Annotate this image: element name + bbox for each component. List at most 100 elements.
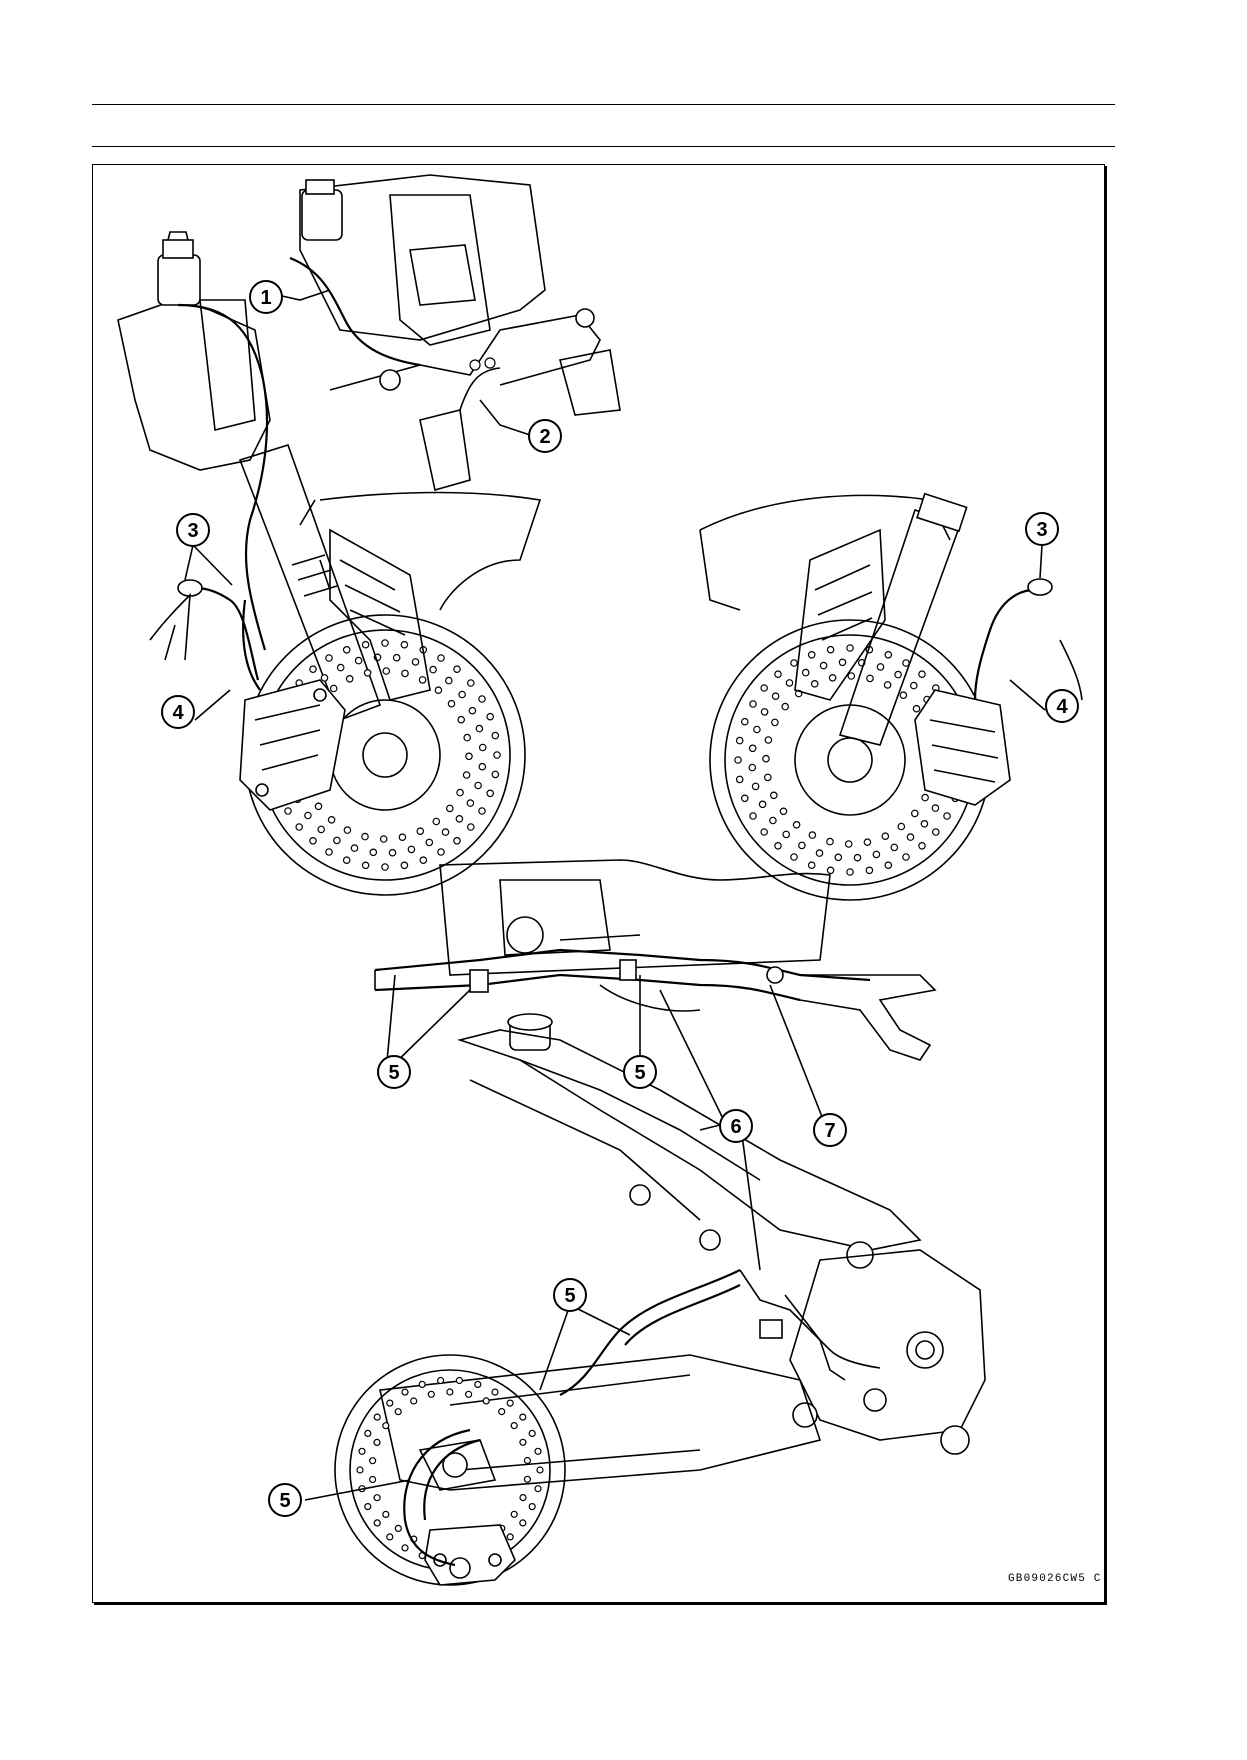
disc-hole: [458, 690, 466, 699]
disc-hole: [394, 1524, 402, 1533]
disc-hole: [493, 751, 501, 759]
disc-hole: [309, 836, 317, 845]
disc-hole: [474, 781, 482, 790]
disc-hole: [782, 830, 791, 839]
header-rule-bottom: [92, 146, 1115, 147]
disc-hole: [468, 706, 477, 715]
disc-hole: [883, 681, 892, 689]
disc-hole: [808, 831, 817, 839]
disc-hole: [462, 771, 471, 779]
disc-hole: [760, 828, 769, 836]
disc-hole: [437, 848, 445, 856]
disc-hole: [506, 1533, 514, 1541]
disc-hole: [534, 1485, 542, 1493]
callout-6: 6: [719, 1109, 753, 1143]
disc-hole: [342, 645, 351, 654]
disc-hole: [369, 1457, 377, 1465]
disc-hole: [912, 704, 921, 713]
disc-hole: [478, 762, 487, 771]
disc-hole: [314, 802, 323, 811]
disc-hole: [425, 838, 434, 847]
disc-hole: [760, 684, 769, 692]
disc-hole: [447, 699, 456, 708]
callout-3-right-label: 3: [1036, 519, 1047, 541]
disc-hole: [771, 718, 779, 727]
disc-hole: [486, 789, 495, 798]
disc-hole: [884, 861, 893, 870]
disc-hole: [771, 692, 780, 701]
disc-hole: [890, 843, 899, 852]
disc-hole: [373, 1438, 381, 1447]
disc-hole: [749, 700, 757, 708]
disc-hole: [325, 848, 333, 856]
disc-hole: [734, 756, 742, 764]
disc-hole: [762, 754, 770, 763]
disc-hole: [379, 835, 388, 843]
disc-hole: [865, 866, 874, 875]
disc-hole: [735, 775, 744, 784]
callout-1: 1: [249, 280, 283, 314]
disc-hole: [491, 770, 500, 779]
disc-hole: [807, 650, 816, 659]
disc-hole: [838, 658, 847, 667]
callout-4-right: 4: [1045, 689, 1079, 723]
disc-hole: [401, 1544, 409, 1552]
disc-hole: [394, 1408, 402, 1416]
disc-hole: [478, 807, 486, 815]
disc-hole: [453, 665, 461, 674]
disc-hole: [920, 819, 929, 828]
disc-hole: [918, 841, 926, 850]
front-right-wheel-drawing: [699, 492, 1083, 901]
disc-hole: [407, 845, 416, 854]
disc-hole: [309, 665, 317, 674]
disc-hole: [763, 773, 772, 782]
disc-hole: [826, 837, 834, 846]
callout-3-left-label: 3: [187, 520, 198, 542]
disc-hole: [327, 815, 336, 824]
disc-hole: [884, 650, 893, 659]
disc-hole: [931, 804, 940, 812]
callout-4-left: 4: [161, 695, 195, 729]
disc-hole: [506, 1399, 514, 1407]
disc-hole: [401, 669, 409, 678]
callout-5-mid-right-label: 5: [634, 1062, 645, 1084]
front-left-wheel-drawing: [149, 491, 542, 896]
disc-hole: [386, 1533, 394, 1541]
callout-5-mid-left: 5: [377, 1055, 411, 1089]
disc-hole: [427, 1390, 435, 1398]
disc-hole: [748, 763, 757, 772]
disc-hole: [519, 1438, 527, 1446]
callout-2-label: 2: [539, 426, 550, 448]
disc-hole: [519, 1519, 527, 1527]
callout-5-rear-wheel: 5: [268, 1483, 302, 1517]
disc-hole: [381, 639, 389, 647]
callout-5-mid-right: 5: [623, 1055, 657, 1089]
disc-hole: [284, 807, 292, 815]
disc-hole: [478, 743, 487, 752]
disc-hole: [382, 667, 391, 675]
disc-hole: [466, 799, 475, 807]
disc-hole: [329, 684, 338, 693]
disc-hole: [364, 1502, 372, 1511]
disc-hole: [482, 1397, 490, 1405]
disc-hole: [441, 828, 450, 836]
disc-hole: [774, 670, 782, 679]
disc-hole: [847, 672, 856, 680]
disc-hole: [474, 1380, 482, 1389]
disc-hole: [844, 840, 853, 848]
disc-hole: [834, 853, 843, 862]
disc-hole: [369, 848, 378, 857]
disc-hole: [769, 816, 777, 825]
disc-hole: [456, 788, 464, 797]
disc-hole: [790, 853, 798, 861]
disc-hole: [453, 836, 461, 845]
disc-hole: [444, 676, 453, 685]
disc-hole: [853, 853, 862, 862]
disc-hole: [801, 668, 810, 677]
callout-2: 2: [528, 419, 562, 453]
disc-hole: [361, 640, 370, 649]
disc-hole: [523, 1456, 532, 1465]
disc-hole: [899, 691, 908, 700]
disc-hole: [434, 686, 443, 695]
